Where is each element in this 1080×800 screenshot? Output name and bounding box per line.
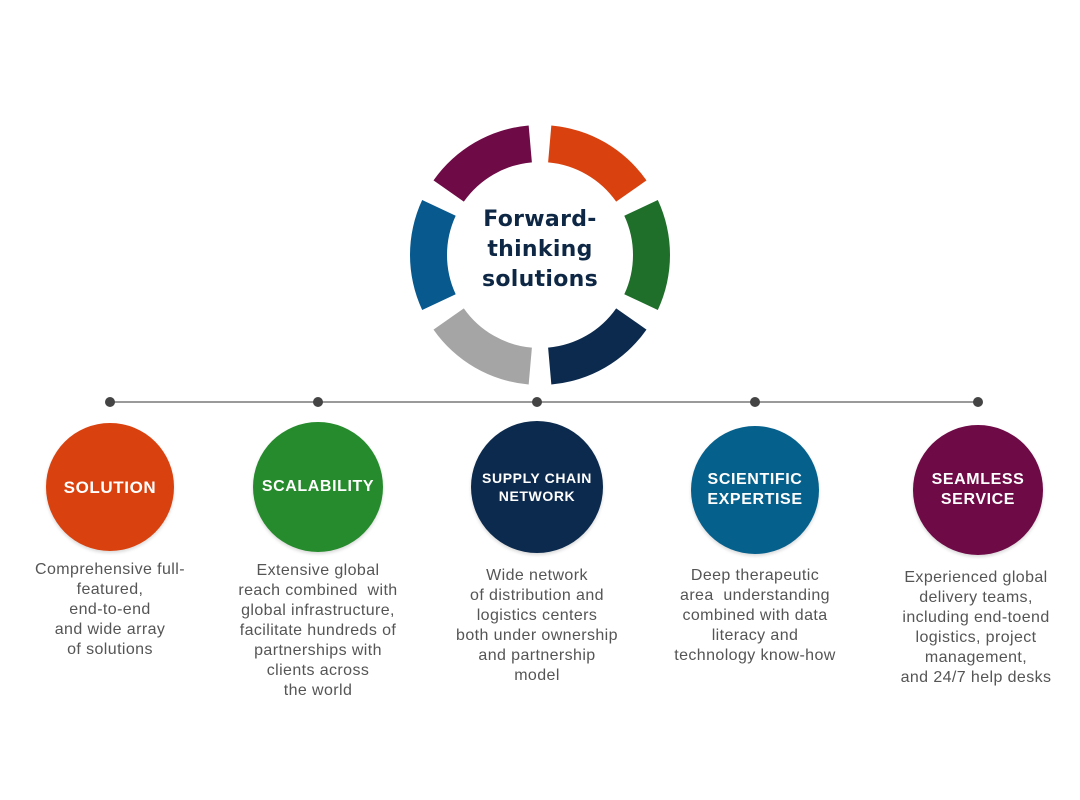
circle-title-line: EXPERTISE [707,491,803,508]
description-line: Wide network [486,567,588,584]
timeline-dot [532,397,542,407]
description-line: and 24/7 help desks [900,669,1052,686]
description-line: including end-toend [902,609,1050,626]
description-line: logistics, project [915,629,1037,646]
circle-title-line: SERVICE [940,491,1016,508]
description-line: technology know-how [674,647,836,664]
circle-title-line: SEAMLESS [931,471,1025,488]
description-line: Extensive global [256,562,380,579]
scientific-expertise-description: Deep therapeutic area understanding combin… [655,566,855,666]
description-line: facilitate hundreds of [239,622,397,639]
ring-segment-navy [548,308,647,385]
scientific-expertise-circle: SCIENTIFIC EXPERTISE [691,426,819,554]
circle-title-line: NETWORK [498,488,576,504]
solution-title: SOLUTION [64,477,157,498]
ring-segment-blue [410,200,456,310]
description-line: of solutions [67,641,153,658]
description-line: both under ownership [456,627,618,644]
supply-chain-network-title: SUPPLY CHAIN NETWORK [482,469,592,505]
description-line: clients across [266,662,370,679]
supply-chain-network-description: Wide network of distribution and logistics… [437,566,637,686]
circle-title-line: SUPPLY CHAIN [482,470,592,486]
circle-title-line: SCALABILITY [261,478,375,495]
timeline-dot [105,397,115,407]
center-title-line: thinking [487,237,593,262]
scalability-description: Extensive global reach combined with globa… [218,561,418,701]
ring-segment-maroon [433,125,532,202]
solution-description: Comprehensive full-featured, end-to-end an… [10,560,210,660]
description-line: partnerships with [254,642,382,659]
scientific-expertise-title: SCIENTIFIC EXPERTISE [707,470,802,510]
timeline-connector [105,397,983,407]
description-line: and partnership [478,647,596,664]
description-line: Experienced global [904,569,1048,586]
description-line: reach combined with [238,582,398,599]
description-line: the world [283,682,353,699]
scalability-title: SCALABILITY [262,477,374,497]
solution-circle: SOLUTION [46,423,174,551]
ring-segment-green [624,200,670,310]
description-line: combined with data [682,607,828,624]
timeline-dot [750,397,760,407]
circle-title-line: SCIENTIFIC [707,471,803,488]
seamless-service-description: Experienced global delivery teams, includi… [876,568,1076,688]
description-line: end-to-end [69,601,151,618]
ring-segment-orange [548,125,647,202]
timeline-dot [973,397,983,407]
description-line: featured, [76,581,144,598]
seamless-service-title: SEAMLESS SERVICE [932,470,1025,510]
description-line: management, [924,649,1028,666]
seamless-service-circle: SEAMLESS SERVICE [913,425,1043,555]
ring-segment-gray [433,308,532,385]
description-line: delivery teams, [919,589,1033,606]
description-line: of distribution and [470,587,604,604]
description-line: logistics centers [476,607,598,624]
segmented-ring [410,125,670,385]
supply-chain-network-circle: SUPPLY CHAIN NETWORK [471,421,603,553]
description-line: literacy and [711,627,799,644]
description-line: and wide array [54,621,166,638]
center-title: Forward- thinking solutions [440,205,640,295]
scalability-circle: SCALABILITY [253,422,383,552]
description-line: Comprehensive full- [35,561,185,578]
center-title-line: Forward- [483,207,597,232]
description-line: Deep therapeutic [690,567,820,584]
circle-title-line: SOLUTION [63,477,157,497]
timeline-dot [313,397,323,407]
description-line: global infrastructure, [241,602,395,619]
center-title-line: solutions [481,267,599,292]
description-line: area understanding [680,587,830,604]
description-line: model [514,667,560,684]
